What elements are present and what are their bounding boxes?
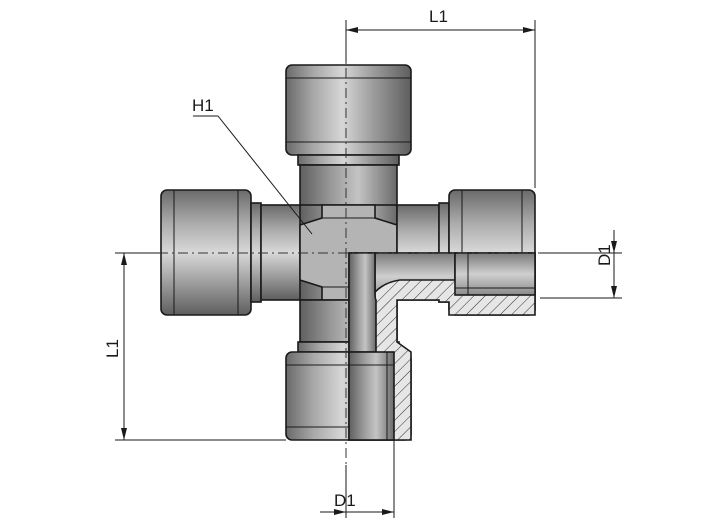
top-neck [297, 154, 400, 166]
dimension-l1-left: L1 [103, 252, 286, 441]
label-l1-left: L1 [103, 339, 122, 358]
right-thread-bore [454, 252, 536, 296]
label-d1-right: D1 [595, 244, 614, 266]
label-l1-top: L1 [429, 7, 448, 26]
dimension-d1-bottom: D1 [320, 440, 395, 518]
leader-h1: H1 [192, 96, 313, 235]
dimension-l1-top: L1 [345, 7, 536, 188]
label-h1: H1 [192, 96, 214, 115]
dimension-d1-right: D1 [540, 230, 622, 299]
section-cut [348, 252, 536, 441]
top-stem [299, 164, 398, 208]
top-arm [285, 64, 412, 208]
bottom-bore [348, 252, 377, 353]
label-d1-bottom: D1 [334, 491, 356, 510]
section-hatch [348, 252, 536, 441]
